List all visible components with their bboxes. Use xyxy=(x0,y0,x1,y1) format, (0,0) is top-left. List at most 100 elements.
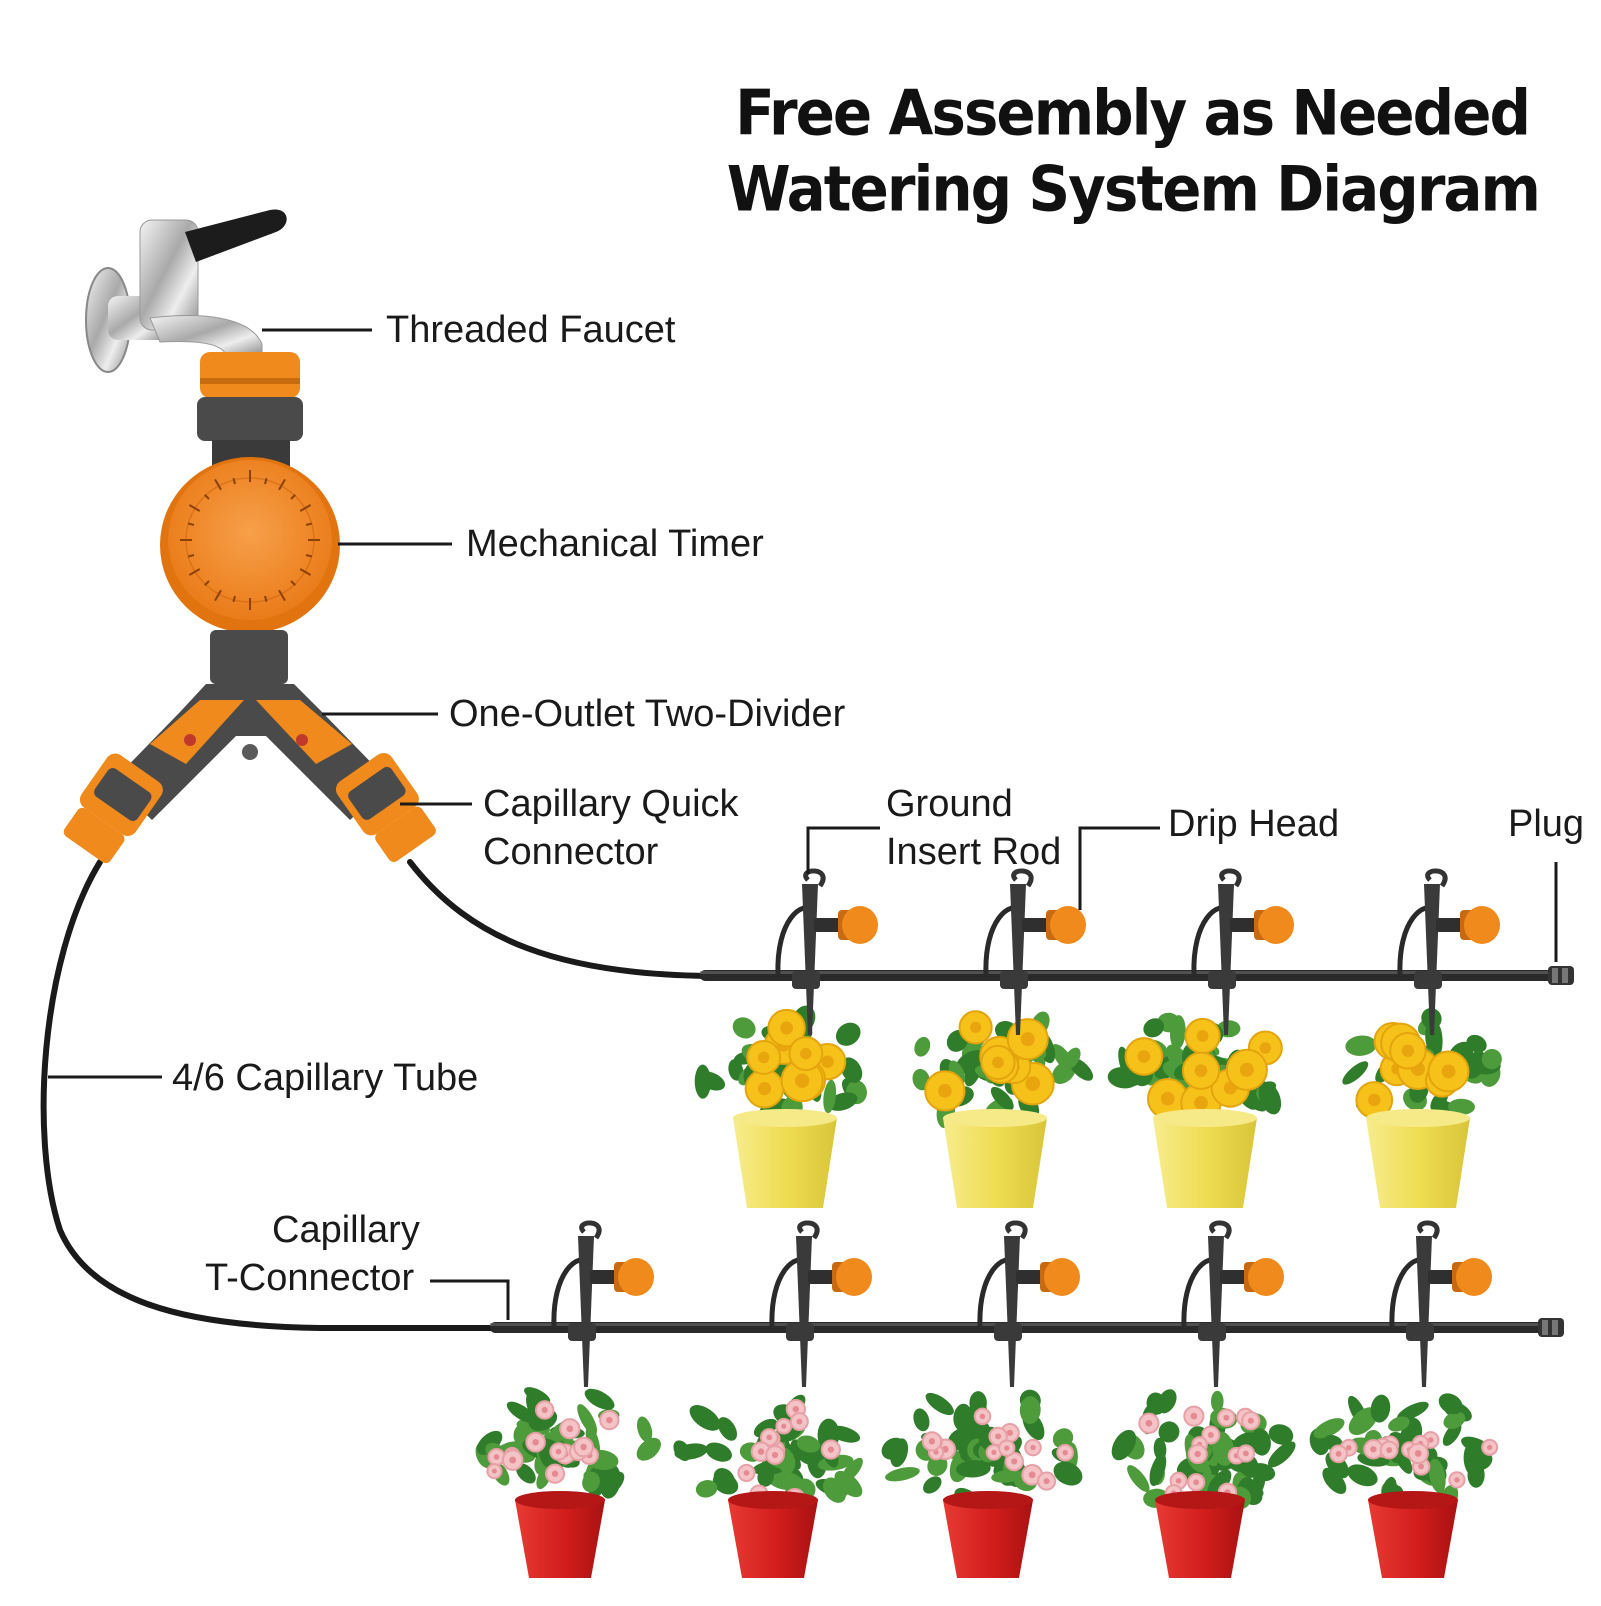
timer-tick xyxy=(232,595,236,603)
flower-center xyxy=(938,1083,952,1098)
label-mechanical-timer: Mechanical Timer xyxy=(466,523,764,565)
leaf xyxy=(1153,1437,1167,1461)
flower-center xyxy=(1145,1419,1153,1427)
flower-center xyxy=(1175,1478,1182,1484)
flower-center xyxy=(1441,1064,1456,1079)
timer-dial-marks xyxy=(180,470,320,610)
flower-center xyxy=(606,1416,613,1424)
leaf xyxy=(1448,1098,1475,1115)
label-t-connector-line2: T-Connector xyxy=(205,1257,415,1299)
flower-center xyxy=(979,1413,986,1420)
flower-center xyxy=(1454,1477,1460,1483)
flower-pot xyxy=(733,1118,837,1208)
leaf xyxy=(1443,1411,1466,1429)
leaf xyxy=(1394,1447,1413,1474)
timer-tick xyxy=(278,589,286,602)
timer-tick xyxy=(188,568,201,576)
leaf xyxy=(1428,1458,1446,1494)
timer-tick xyxy=(299,504,312,512)
flower-center xyxy=(1247,1417,1254,1424)
label-plug: Plug xyxy=(1508,803,1585,845)
potted-plant xyxy=(1342,1007,1502,1208)
flower-center xyxy=(1370,1446,1377,1453)
leaf xyxy=(717,1417,738,1441)
flower-center xyxy=(1239,1062,1254,1077)
flower-pot xyxy=(515,1500,605,1578)
leaf xyxy=(673,1440,691,1461)
flower-center xyxy=(1368,1093,1381,1107)
diagram-title-line1: Free Assembly as Needed xyxy=(735,76,1531,150)
rod-arm xyxy=(814,918,844,932)
flower-pot xyxy=(1366,1118,1470,1208)
potted-plant xyxy=(912,1010,1094,1208)
leaf xyxy=(1258,1081,1282,1115)
timer-tick xyxy=(232,477,236,485)
mechanical-timer xyxy=(160,457,340,633)
flower-center xyxy=(1386,1447,1393,1453)
flower-center xyxy=(821,1055,834,1068)
leaf xyxy=(1370,1394,1391,1423)
leaf xyxy=(705,1442,732,1462)
leaf xyxy=(767,1471,803,1491)
capillary-tube-left xyxy=(40,859,503,1331)
flower-center xyxy=(780,1021,794,1035)
pot-rim xyxy=(733,1109,837,1127)
flower-center xyxy=(1194,1095,1208,1110)
flower-center xyxy=(970,1021,982,1033)
flower-center xyxy=(1207,1432,1214,1438)
quick-connector-left xyxy=(63,753,163,864)
flower-center xyxy=(1193,1479,1200,1486)
flower-center xyxy=(1190,1412,1198,1420)
lower-drip-line xyxy=(490,1322,1560,1333)
flower-center xyxy=(532,1438,539,1446)
pot-rim xyxy=(1155,1491,1245,1509)
timer-tick xyxy=(214,478,222,491)
flower-center xyxy=(1062,1449,1068,1456)
leaf xyxy=(601,1471,625,1496)
leaf xyxy=(1268,1424,1294,1445)
ground-insert-rod xyxy=(1004,1236,1020,1387)
leaf xyxy=(476,1430,503,1455)
drip-head xyxy=(1248,1258,1284,1296)
flower-center xyxy=(757,1051,770,1064)
leaf xyxy=(1158,1421,1180,1443)
rod-arm xyxy=(590,1270,620,1284)
leaf xyxy=(925,1392,954,1416)
ground-insert-rod xyxy=(578,1236,594,1387)
leaf xyxy=(885,1467,920,1482)
pot-rim xyxy=(728,1491,818,1509)
flower-center xyxy=(1006,1429,1014,1436)
timer-tick xyxy=(290,580,296,586)
flower-center xyxy=(1043,1478,1050,1485)
ground-insert-rod xyxy=(1218,884,1234,1035)
rod-arm xyxy=(1022,918,1052,932)
leaf xyxy=(1019,1396,1041,1424)
label-quick-connector-line1: Capillary Quick xyxy=(483,783,739,825)
leaf xyxy=(913,1408,930,1432)
dripper-assembly xyxy=(1181,1220,1284,1387)
dripper-assembly xyxy=(769,1220,872,1387)
flower-pot xyxy=(1368,1500,1458,1578)
pot-rim xyxy=(515,1491,605,1509)
leaf xyxy=(582,1471,600,1493)
rod-hook xyxy=(1425,868,1448,888)
leaf xyxy=(1345,1035,1377,1056)
dripper-assembly xyxy=(551,1220,654,1387)
dripper-assembly xyxy=(1397,868,1500,1035)
flower-center xyxy=(1414,1450,1422,1457)
leaf xyxy=(1467,1462,1485,1488)
leaf xyxy=(1397,1401,1429,1421)
flower-center xyxy=(928,1438,936,1445)
leaf xyxy=(524,1387,551,1405)
drip-head xyxy=(1464,906,1500,944)
timer-tick xyxy=(187,522,195,526)
flower-center xyxy=(743,1470,750,1476)
ground-insert-rod xyxy=(1208,1236,1224,1387)
flower-center xyxy=(1160,1091,1175,1106)
dripper-assembly xyxy=(775,868,878,1035)
flower-center xyxy=(1427,1437,1434,1443)
drip-head xyxy=(1258,906,1294,944)
flower-center xyxy=(991,1449,997,1455)
leaf xyxy=(1388,1416,1410,1432)
